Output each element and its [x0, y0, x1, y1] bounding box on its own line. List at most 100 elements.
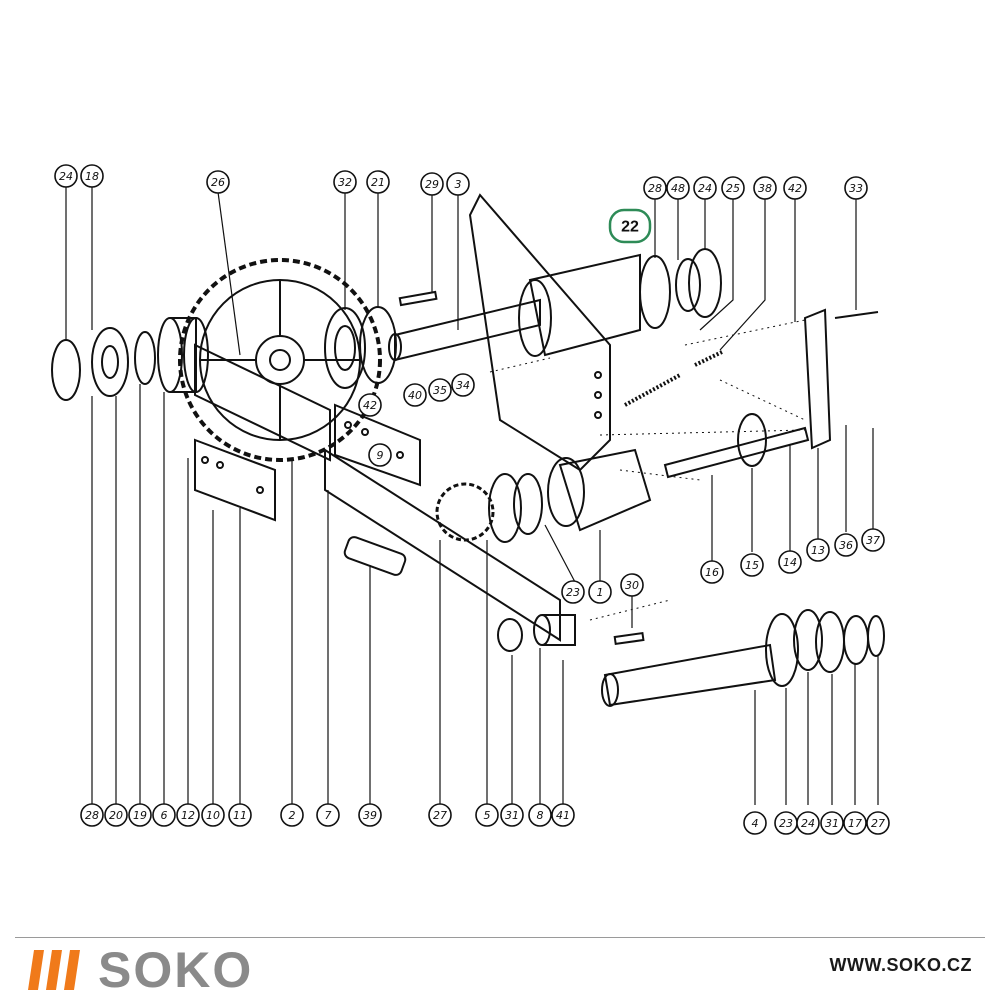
callout-label: 31 — [825, 817, 839, 830]
callout-label: 11 — [233, 809, 247, 822]
callout-circle — [693, 176, 717, 200]
callout-label: 23 — [779, 817, 793, 830]
callout-label: 48 — [671, 182, 685, 195]
callout-bottom-callouts-right-0: 4 — [743, 811, 767, 835]
link-13 — [803, 308, 832, 450]
callout-bottom-callouts-right-1: 23 — [774, 811, 798, 835]
callout-right-callouts-5: 37 — [861, 528, 885, 552]
callout-circle — [666, 176, 690, 200]
callout-top-callouts-9: 24 — [693, 176, 717, 200]
callout-circle — [740, 553, 764, 577]
callout-top-callouts-11: 38 — [753, 176, 777, 200]
callout-circle — [551, 803, 575, 827]
callout-circle — [428, 803, 452, 827]
callout-bottom-callouts-right-4: 17 — [843, 811, 867, 835]
callout-bottom-callouts-left-6: 11 — [228, 803, 252, 827]
callout-label: 27 — [433, 809, 447, 822]
bearing-5 — [488, 473, 522, 543]
callout-circle — [778, 550, 802, 574]
bearing-23-lower — [765, 613, 799, 687]
callout-circle — [843, 811, 867, 835]
snap-ring-left — [51, 339, 81, 401]
callout-label: 2 — [289, 809, 296, 822]
website-link[interactable]: WWW.SOKO.CZ — [829, 955, 972, 975]
bearing-left — [91, 327, 129, 397]
callout-bottom-callouts-left-5: 10 — [201, 803, 225, 827]
callout-label: 20 — [109, 809, 123, 822]
spring-38 — [694, 350, 723, 367]
callout-label: 9 — [377, 449, 384, 462]
callout-label: 3 — [455, 178, 462, 191]
callout-circle — [368, 443, 392, 467]
callout-circle — [333, 170, 357, 194]
callout-bottom-callouts-left-13: 8 — [528, 803, 552, 827]
callout-label: 42 — [788, 182, 802, 195]
bushing-8 — [542, 614, 576, 646]
callout-label: 42 — [363, 399, 377, 412]
callout-label: 40 — [408, 389, 422, 402]
callout-label: 29 — [425, 178, 439, 191]
callout-label: 36 — [839, 539, 853, 552]
callout-circle — [866, 811, 890, 835]
shaft-16 — [663, 426, 810, 479]
callout-circle — [128, 803, 152, 827]
callout-right-callouts-7: 1 — [588, 580, 612, 604]
lower-tube — [558, 448, 652, 532]
callout-label: 17 — [848, 817, 862, 830]
callout-label: 38 — [758, 182, 772, 195]
callout-label: 31 — [505, 809, 519, 822]
callout-bottom-callouts-left-8: 7 — [316, 803, 340, 827]
highlight-outline — [608, 208, 652, 244]
callout-circle — [316, 803, 340, 827]
callout-bottom-callouts-left-1: 20 — [104, 803, 128, 827]
plate-12-left — [194, 438, 276, 522]
callout-circle — [743, 811, 767, 835]
callout-label: 33 — [849, 182, 863, 195]
callout-right-callouts-2: 14 — [778, 550, 802, 574]
highlight-callout: 22 — [608, 208, 652, 244]
callout-label: 16 — [705, 566, 719, 579]
callout-top-callouts-6: 3 — [446, 172, 470, 196]
callout-bottom-callouts-left-7: 2 — [280, 803, 304, 827]
callout-circle — [806, 538, 830, 562]
callout-bottom-callouts-left-10: 27 — [428, 803, 452, 827]
callout-label: 25 — [726, 182, 740, 195]
callout-circle — [54, 164, 78, 188]
long-arm-7 — [324, 448, 561, 642]
key-29 — [398, 290, 438, 307]
callout-label: 24 — [59, 170, 73, 183]
callout-bottom-callouts-left-12: 31 — [500, 803, 524, 827]
callout-label: 41 — [556, 809, 570, 822]
upper-tube — [528, 253, 641, 357]
callout-circle — [403, 383, 427, 407]
bearing-31-mid — [513, 473, 543, 535]
callout-label: 34 — [456, 379, 470, 392]
callout-label: 21 — [371, 176, 385, 189]
callout-circle — [588, 580, 612, 604]
brand-name: SOKO — [98, 942, 254, 998]
spring-25 — [624, 373, 681, 407]
callout-bottom-callouts-left-2: 19 — [128, 803, 152, 827]
callout-label: 23 — [566, 586, 580, 599]
callout-middle-callouts-2: 40 — [403, 383, 427, 407]
callout-circle — [834, 533, 858, 557]
bearing-28-right — [639, 255, 671, 329]
logo-stripes-icon — [28, 950, 80, 990]
callout-label: 13 — [811, 544, 825, 557]
ring-24-lower — [793, 609, 823, 671]
callout-label: 39 — [363, 809, 377, 822]
large-sprocket — [178, 258, 382, 462]
callout-label: 32 — [338, 176, 352, 189]
callout-circle — [176, 803, 200, 827]
highlight-label: 22 — [621, 219, 639, 236]
snap-ring-27-lower — [867, 615, 885, 657]
ring-17 — [843, 615, 869, 665]
tensioner-arm-left — [194, 343, 331, 462]
callout-bottom-callouts-right-3: 31 — [820, 811, 844, 835]
callout-top-callouts-13: 33 — [844, 176, 868, 200]
callout-circle — [643, 176, 667, 200]
callout-label: 35 — [433, 384, 447, 397]
small-sprocket — [435, 482, 495, 542]
callout-label: 5 — [484, 809, 491, 822]
